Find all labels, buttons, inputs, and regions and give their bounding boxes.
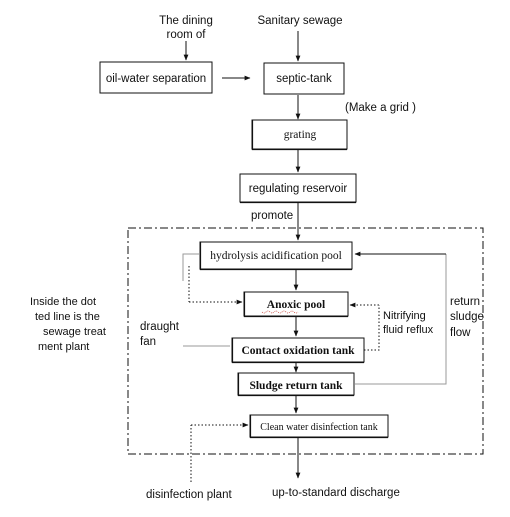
dining-room-label-1: The dining: [159, 15, 213, 27]
hydrolysis-pool-label: hydrolysis acidification pool: [210, 250, 342, 262]
inside-caption-line-1: Inside the dot: [30, 296, 96, 308]
draught-label: draught: [140, 321, 180, 333]
discharge-label: up-to-standard discharge: [272, 487, 400, 499]
inside-caption-line-2: ted line is the: [35, 311, 100, 323]
treatment-plant-boundary: [127, 227, 484, 455]
clean-water-disinfection-edge: [249, 415, 388, 439]
nitrifying-label: Nitrifying: [383, 310, 426, 322]
draught-fan-upper-line: [182, 253, 199, 281]
contact-oxidation-label: Contact oxidation tank: [241, 345, 355, 357]
anoxic-pool-box: [243, 291, 349, 317]
disinfection-plant-label: disinfection plant: [146, 489, 232, 501]
septic-tank-box: [263, 62, 345, 95]
fluid-reflux-label: fluid reflux: [383, 324, 434, 336]
anoxic-pool-label: Anoxic pool: [267, 299, 325, 311]
sanitary-sewage-label: Sanitary sewage: [257, 15, 342, 27]
oil-water-separation-box: [99, 61, 213, 94]
sludge-label: sludge: [450, 311, 484, 323]
contact-oxidation-box: [231, 337, 365, 363]
oil-water-separation-label: oil-water separation: [106, 73, 206, 85]
sludge-return-label: Sludge return tank: [249, 380, 343, 392]
grating-label: grating: [284, 129, 317, 141]
septic-tank-label: septic-tank: [276, 73, 332, 85]
make-a-grid-label: (Make a grid ): [345, 102, 416, 114]
sludge-return-edge: [237, 373, 354, 397]
fan-label: fan: [140, 336, 156, 348]
regulating-reservoir-label: regulating reservoir: [249, 183, 348, 195]
hydrolysis-pool-edge: [199, 242, 352, 271]
promote-label: promote: [251, 210, 293, 222]
anoxic-pool-edge: [243, 292, 348, 318]
grating-box-edge: [251, 120, 347, 151]
regulating-reservoir-box: [239, 173, 357, 203]
flow-label: flow: [450, 327, 471, 339]
dining-room-label-2: room of: [167, 29, 207, 41]
spellcheck-underline: [261, 310, 299, 314]
inside-caption-line-4: ment plant: [38, 341, 89, 353]
grating-box: [251, 119, 348, 150]
return-label: return: [450, 296, 480, 308]
inside-caption-line-3: sewage treat: [43, 326, 106, 338]
clean-water-disinfection-label: Clean water disinfection tank: [260, 422, 377, 433]
contact-oxidation-edge: [231, 338, 364, 364]
nitrifying-reflux-line: [364, 305, 380, 351]
return-sludge-loop: [355, 254, 447, 385]
